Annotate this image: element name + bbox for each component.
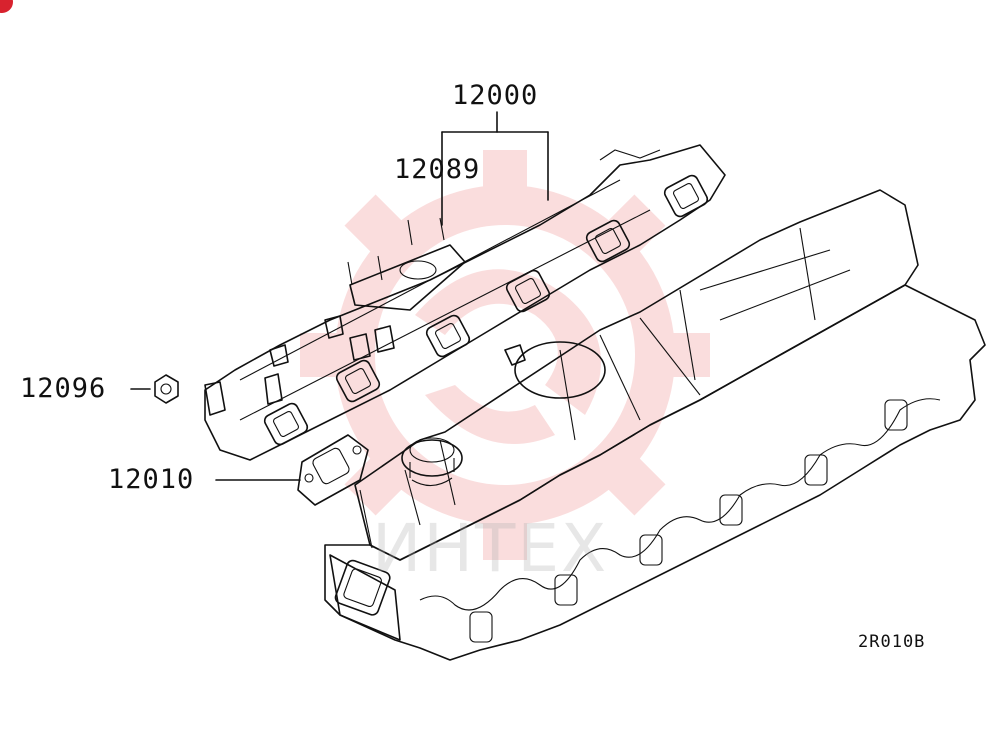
exhaust-manifold xyxy=(204,144,726,461)
part-label-12089: 12089 xyxy=(394,154,481,185)
part-label-12000: 12000 xyxy=(452,80,539,111)
cylinder-head-block xyxy=(324,189,986,661)
gasket-part xyxy=(297,434,369,506)
part-label-12096: 12096 xyxy=(20,373,107,404)
watermark-text: ИНТЕХ xyxy=(372,510,609,587)
drawing-code: 2R010B xyxy=(858,632,926,652)
leader-lines xyxy=(130,111,549,481)
head-port-openings xyxy=(469,399,908,643)
manifold-port-flanges xyxy=(263,174,709,446)
nut-part xyxy=(154,374,179,404)
corner-badge xyxy=(0,0,13,13)
manifold-studs xyxy=(204,315,395,416)
part-label-12010: 12010 xyxy=(108,464,195,495)
